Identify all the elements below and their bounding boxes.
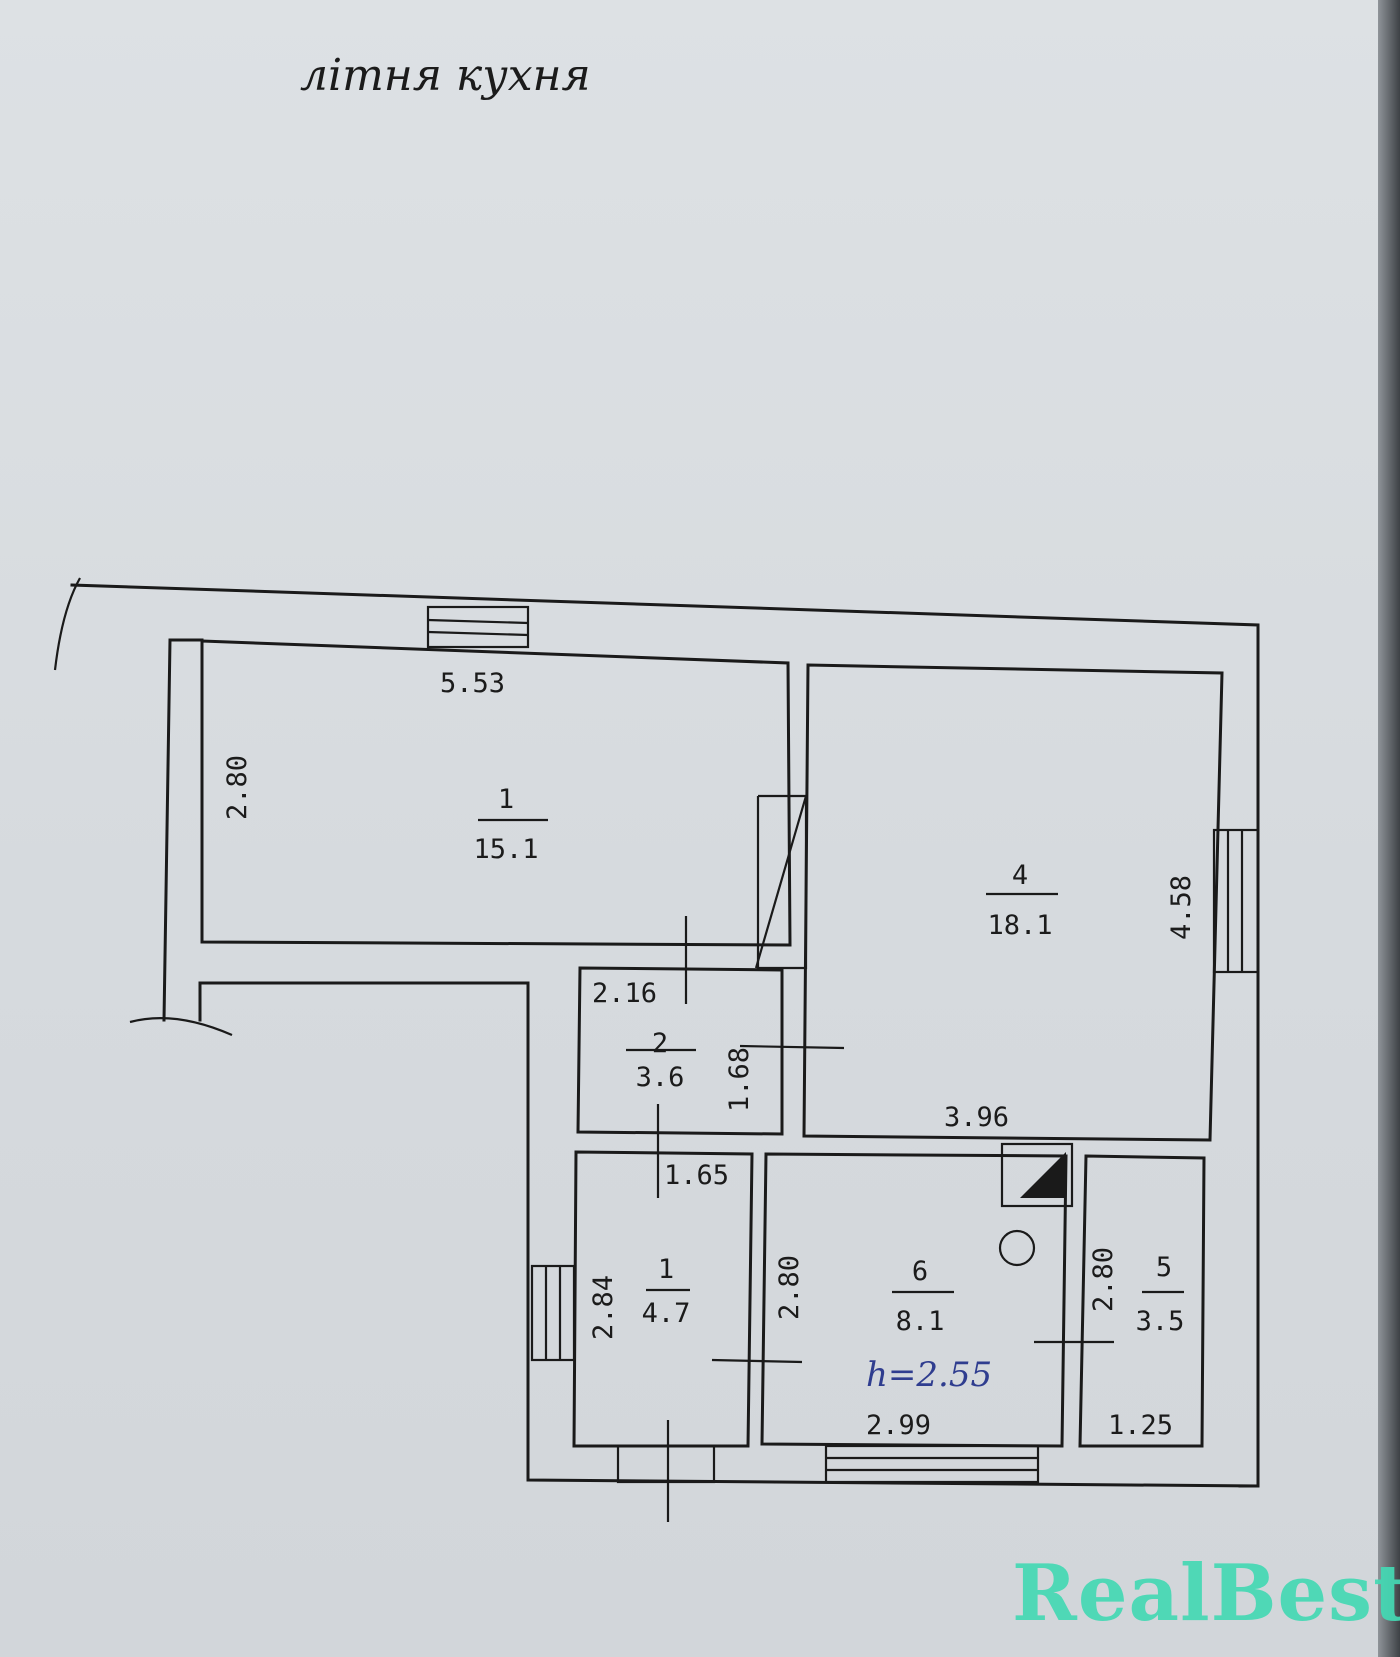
room-6-outline (760, 1152, 1068, 1448)
room-1-label: 1 4.7 (642, 1254, 691, 1329)
svg-text:2: 2 (652, 1028, 668, 1059)
svg-text:4.7: 4.7 (642, 1298, 691, 1329)
dim-r3-width: 5.53 (440, 668, 505, 699)
svg-text:5: 5 (1156, 1252, 1172, 1283)
room-3-label: 1 15.1 (473, 784, 548, 865)
door-r2-r4 (739, 1044, 845, 1050)
dim-r3-height: 2.80 (222, 755, 253, 820)
svg-text:15.1: 15.1 (473, 834, 538, 865)
room-5-label: 5 3.5 (1136, 1252, 1185, 1337)
svg-text:1: 1 (658, 1254, 674, 1285)
window-bottom (824, 1444, 1040, 1484)
room-2-outline (576, 966, 784, 1136)
room-4-label: 4 18.1 (986, 860, 1058, 941)
room-2-label: 2 3.6 (626, 1028, 696, 1093)
dim-r1-height: 2.84 (588, 1275, 619, 1340)
room-3-outline (200, 639, 792, 947)
room-5-outline (1078, 1154, 1206, 1448)
svg-text:4: 4 (1012, 860, 1028, 891)
dim-r5-width: 1.25 (1108, 1410, 1173, 1441)
svg-text:8.1: 8.1 (896, 1306, 945, 1337)
flue-icon (1020, 1152, 1066, 1198)
dim-r4-height: 4.58 (1166, 875, 1197, 940)
doors (616, 916, 1114, 1522)
outer-walls (53, 577, 1260, 1488)
dim-r2-width: 2.16 (592, 978, 657, 1009)
chimney-diagonal (754, 795, 808, 969)
svg-text:6: 6 (912, 1256, 928, 1287)
entrance-opening (616, 1444, 716, 1484)
dim-r6-width: 2.99 (866, 1410, 931, 1441)
plan-title: літня кухня (300, 50, 591, 101)
dim-r6-right-height: 2.80 (1088, 1247, 1119, 1312)
window-left (530, 1264, 576, 1362)
dim-r4-width: 3.96 (944, 1102, 1009, 1133)
svg-text:18.1: 18.1 (987, 910, 1052, 941)
chimney-block (756, 794, 808, 970)
door-r1-r6 (711, 1358, 803, 1364)
boiler-box (1000, 1142, 1074, 1208)
window-top (426, 605, 530, 649)
realbest-watermark: RealBest (1012, 1548, 1400, 1639)
svg-text:1: 1 (498, 784, 514, 815)
wall-break-bottom (129, 1017, 233, 1037)
page-edge-shadow (1378, 0, 1400, 1657)
svg-text:3.6: 3.6 (636, 1062, 685, 1093)
outer-wall-left-stub (162, 638, 204, 1022)
room-4-outline (802, 663, 1224, 1142)
windows (426, 605, 1260, 1484)
outer-wall-bottom-left (198, 981, 1260, 1488)
dim-r6-left-height: 2.80 (774, 1255, 805, 1320)
svg-text:3.5: 3.5 (1136, 1306, 1185, 1337)
gas-meter-icon (998, 1229, 1036, 1267)
ceiling-height-note: h=2.55 (866, 1355, 992, 1395)
room-6-label: 6 8.1 (892, 1256, 954, 1337)
dim-r2-height: 1.68 (724, 1047, 755, 1112)
wall-break-top (53, 577, 81, 671)
window-right (1212, 828, 1260, 974)
dim-r1-width: 1.65 (664, 1160, 729, 1191)
